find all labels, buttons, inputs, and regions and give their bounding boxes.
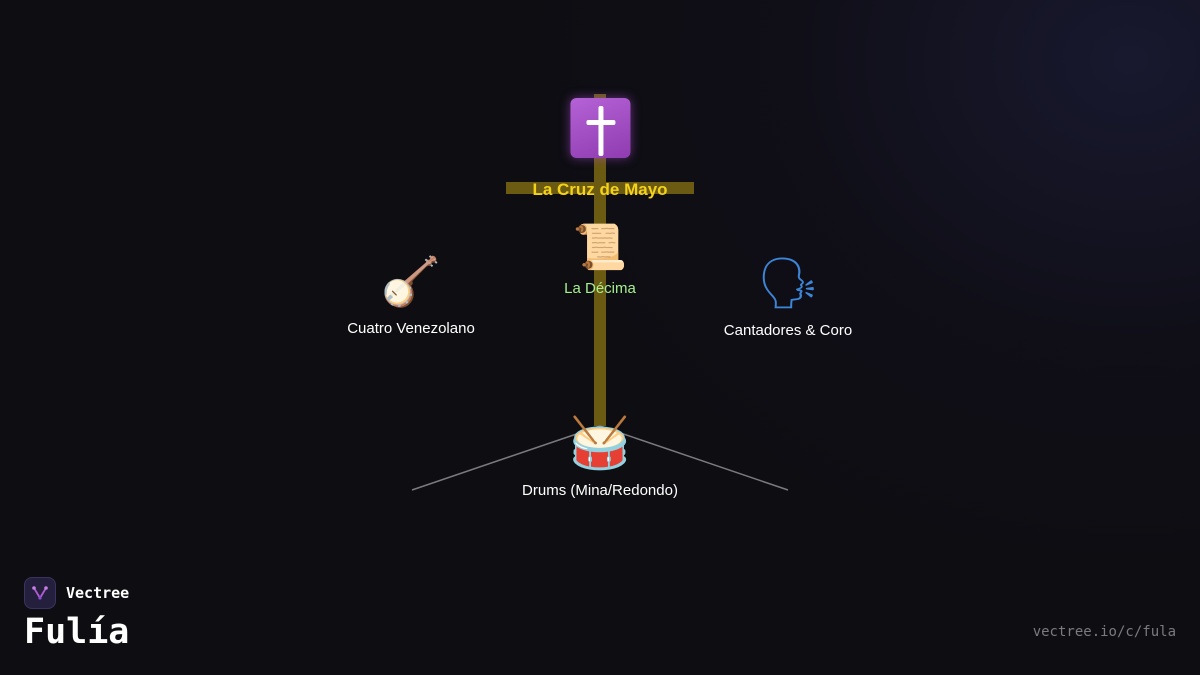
- vectree-logo-icon[interactable]: [24, 577, 56, 609]
- node-cantadores-coro[interactable]: 🗣 Cantadores & Coro: [724, 258, 852, 339]
- node-label: Drums (Mina/Redondo): [522, 482, 678, 499]
- node-drums[interactable]: 🥁 Drums (Mina/Redondo): [522, 418, 678, 499]
- brand-block: Vectree Fulía: [24, 577, 129, 652]
- cross-arm: [506, 182, 694, 194]
- node-label: La Cruz de Mayo: [532, 180, 668, 199]
- node-la-decima[interactable]: 📜 La Décima: [564, 222, 636, 298]
- footer-url[interactable]: vectree.io/c/fula: [1032, 624, 1176, 640]
- branch-line-left: [411, 425, 601, 491]
- node-la-cruz-de-mayo[interactable]: La Cruz de Mayo: [532, 98, 668, 200]
- scroll-icon: 📜: [572, 222, 628, 273]
- page-title: Fulía: [24, 612, 130, 652]
- speaking-head-icon: 🗣: [756, 254, 820, 312]
- banjo-icon: 🪕: [381, 254, 441, 310]
- node-label: Cuatro Venezolano: [347, 320, 475, 337]
- node-cuatro-venezolano[interactable]: 🪕 Cuatro Venezolano: [347, 258, 475, 337]
- latin-cross-icon: [570, 98, 630, 158]
- node-label: La Décima: [564, 280, 636, 297]
- drum-icon: 🥁: [568, 414, 632, 472]
- branch-line-right: [599, 425, 789, 491]
- cross-trunk: [594, 94, 606, 426]
- brand-name[interactable]: Vectree: [66, 584, 130, 602]
- node-label: Cantadores & Coro: [723, 322, 853, 339]
